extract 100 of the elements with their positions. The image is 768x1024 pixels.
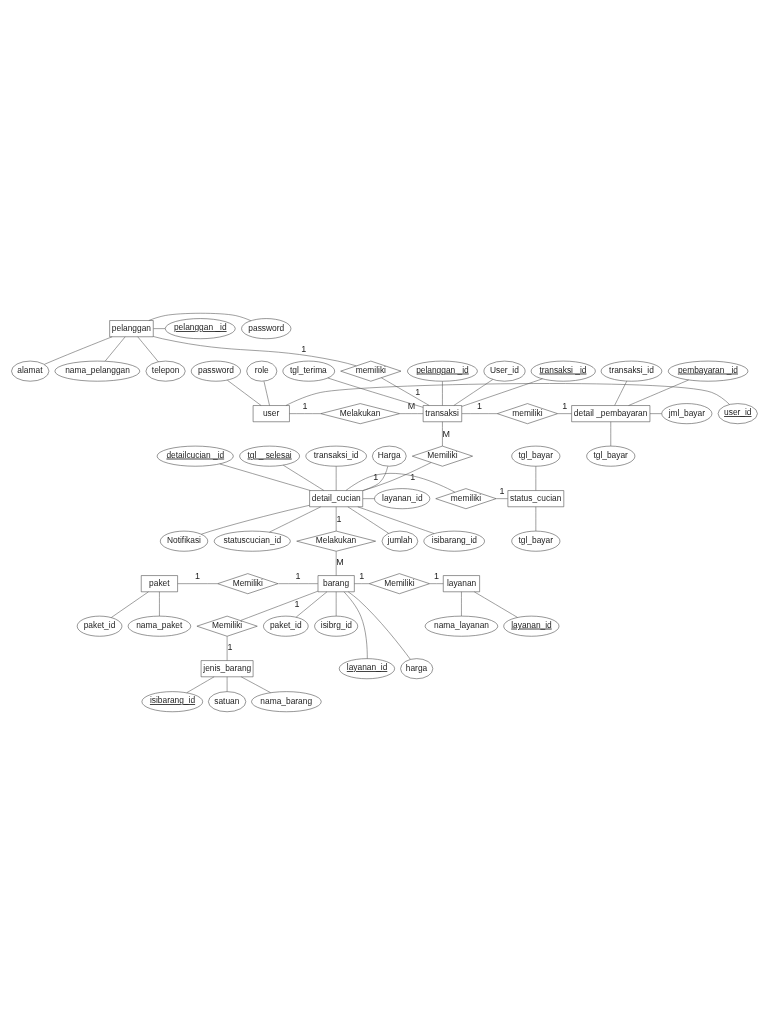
node-box: status_cucian bbox=[507, 489, 564, 507]
node-ellipse: password bbox=[190, 360, 241, 381]
connector bbox=[226, 676, 227, 692]
connector bbox=[104, 336, 125, 361]
node-box: detail_cucian bbox=[308, 489, 363, 507]
connector bbox=[362, 465, 388, 491]
connector bbox=[240, 676, 271, 693]
connector bbox=[357, 506, 434, 534]
node-box: pelanggan bbox=[108, 319, 154, 337]
edge-label: 1 bbox=[194, 570, 200, 581]
connector bbox=[460, 378, 543, 407]
connector bbox=[152, 327, 165, 329]
node-ellipse: telepon bbox=[145, 360, 186, 381]
node-ellipse: Harga bbox=[371, 445, 407, 466]
connector bbox=[649, 412, 662, 414]
node-ellipse: layanan_id bbox=[338, 657, 395, 679]
edge-label: M bbox=[442, 428, 450, 439]
connector bbox=[460, 591, 462, 616]
node-ellipse: password bbox=[240, 317, 291, 339]
connector bbox=[327, 377, 423, 408]
edge-label: 1 bbox=[300, 343, 306, 354]
connector bbox=[610, 421, 611, 446]
connector bbox=[239, 590, 318, 621]
node-ellipse: isibarang_id bbox=[423, 530, 485, 551]
node-diamond: Memiliki bbox=[216, 572, 278, 594]
connector bbox=[295, 591, 327, 617]
connector bbox=[473, 591, 518, 618]
connector bbox=[453, 378, 493, 406]
node-ellipse: nama_barang bbox=[250, 690, 322, 712]
node-ellipse: isibrg_id bbox=[313, 615, 358, 637]
node-ellipse: nama_layanan bbox=[424, 615, 498, 637]
connector bbox=[285, 382, 730, 406]
node-diamond: Memiliki bbox=[411, 445, 473, 466]
node-ellipse: User_id bbox=[483, 360, 525, 381]
node-box: transaksi bbox=[422, 404, 462, 422]
connector bbox=[136, 336, 159, 362]
connector bbox=[226, 635, 227, 661]
connector bbox=[288, 412, 321, 414]
node-box: layanan bbox=[442, 574, 480, 592]
edge-label: 1 bbox=[476, 400, 482, 411]
connector bbox=[335, 550, 336, 576]
node-ellipse: pelanggan _id bbox=[406, 360, 478, 381]
connector bbox=[347, 506, 389, 533]
connector bbox=[200, 504, 310, 535]
node-box: user bbox=[252, 404, 290, 422]
edge-label: 1 bbox=[414, 386, 420, 397]
node-ellipse: transaksi _id bbox=[530, 360, 596, 381]
edge-label: 1 bbox=[302, 400, 308, 411]
node-ellipse: layanan_id bbox=[502, 615, 559, 637]
node-ellipse: Notifikasi bbox=[159, 530, 208, 551]
node-ellipse: jml_bayar bbox=[660, 402, 712, 424]
connector bbox=[158, 591, 160, 616]
node-ellipse: paket_id bbox=[76, 615, 122, 637]
edge-label: 1 bbox=[499, 485, 504, 496]
edge-label: 1 bbox=[294, 598, 299, 609]
connector bbox=[219, 463, 310, 491]
edge-label: 1 bbox=[561, 400, 567, 411]
connector bbox=[399, 412, 423, 414]
connector bbox=[335, 591, 336, 616]
connector bbox=[282, 464, 324, 491]
edge-label: 1 bbox=[294, 570, 300, 581]
node-ellipse: tgl_bayar bbox=[510, 445, 560, 466]
edge-label: 1 bbox=[358, 570, 364, 581]
connector bbox=[152, 335, 357, 366]
node-box: paket bbox=[140, 574, 178, 592]
connector bbox=[277, 582, 318, 584]
connector bbox=[362, 461, 431, 491]
node-ellipse: harga bbox=[399, 657, 433, 679]
connector bbox=[353, 582, 369, 584]
connector bbox=[441, 380, 443, 406]
connector bbox=[441, 421, 443, 446]
connector bbox=[347, 591, 411, 660]
node-ellipse: paket_id bbox=[262, 615, 308, 637]
edge-label: M bbox=[407, 400, 415, 411]
connector bbox=[110, 591, 149, 618]
node-box: barang bbox=[317, 574, 355, 592]
node-diamond: Memiliki bbox=[196, 615, 258, 637]
connector bbox=[461, 412, 497, 414]
node-diamond: Melakukan bbox=[295, 530, 376, 551]
node-ellipse: jumlah bbox=[381, 530, 418, 551]
node-diamond: memiliki bbox=[434, 487, 496, 509]
node-ellipse: layanan_id bbox=[373, 487, 430, 509]
connector bbox=[335, 465, 336, 491]
connector bbox=[263, 380, 270, 406]
connector bbox=[335, 506, 336, 531]
node-diamond: Melakukan bbox=[320, 402, 400, 424]
node-ellipse: statuscucian_id bbox=[213, 530, 291, 551]
node-diamond: memiliki bbox=[339, 360, 401, 381]
node-ellipse: pelanggan _id bbox=[164, 317, 236, 339]
node-box: jenis_barang bbox=[200, 659, 253, 677]
node-ellipse: isibarang_id bbox=[141, 690, 203, 712]
connector bbox=[362, 497, 375, 499]
connector bbox=[176, 582, 218, 584]
edge-label: 1 bbox=[433, 570, 439, 581]
connector bbox=[185, 676, 214, 693]
connector bbox=[495, 497, 508, 499]
edge-label: 1 bbox=[372, 471, 378, 482]
node-ellipse: transaksi_id bbox=[305, 445, 367, 466]
edge-label: 1 bbox=[226, 641, 232, 652]
node-ellipse: pembayaran _id bbox=[667, 360, 748, 381]
